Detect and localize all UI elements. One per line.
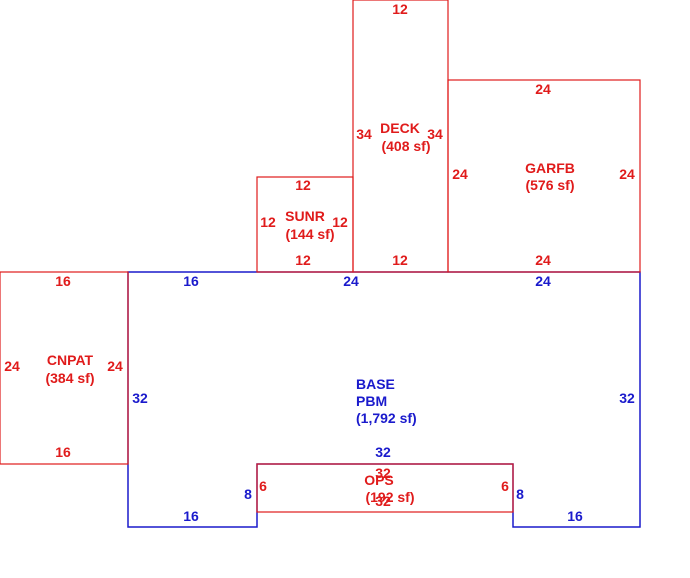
garfb-dim-top: 24 — [535, 81, 551, 97]
base-dim-notch-top: 32 — [375, 444, 391, 460]
cnpat-dim-bottom: 16 — [55, 444, 71, 460]
garfb-code-label: GARFB — [525, 160, 575, 176]
sunr-dim-left: 12 — [260, 214, 276, 230]
cnpat-outline — [0, 271, 129, 465]
base-area-label: (1,792 sf) — [356, 410, 417, 426]
garfb-area-label: (576 sf) — [525, 177, 574, 193]
deck-area-label: (408 sf) — [381, 138, 430, 154]
base-dim-right: 32 — [619, 390, 635, 406]
deck-dim-top: 12 — [392, 1, 408, 17]
sunr-dim-bottom: 12 — [295, 252, 311, 268]
base-dim-notch-left: 8 — [244, 486, 252, 502]
garfb-dim-left: 24 — [452, 166, 468, 182]
cnpat-code-label: CNPAT — [47, 352, 94, 368]
ops-code-label: OPS — [364, 472, 394, 488]
sunr-dim-right: 12 — [332, 214, 348, 230]
base-dim-notch-right: 8 — [516, 486, 524, 502]
ops-dim-top: 32 — [375, 465, 391, 481]
base-dim-top-left: 16 — [183, 273, 199, 289]
deck-dim-left: 34 — [356, 126, 372, 142]
base-dim-bottom-left: 16 — [183, 508, 199, 524]
cnpat-area-label: (384 sf) — [45, 370, 94, 386]
ops-outline — [256, 463, 514, 513]
sunr-dim-top: 12 — [295, 177, 311, 193]
ops-area-label: (192 sf) — [365, 489, 414, 505]
cnpat-dim-left: 24 — [4, 358, 20, 374]
ops-dim-right: 6 — [501, 478, 509, 494]
ops-dim-left: 6 — [259, 478, 267, 494]
deck-code-label: DECK — [380, 120, 420, 136]
garfb-dim-bottom: 24 — [535, 252, 551, 268]
base-subcode-label: PBM — [356, 393, 387, 409]
base-code-label: BASE — [356, 376, 395, 392]
sunr-code-label: SUNR — [285, 208, 325, 224]
garfb-outline — [447, 79, 641, 273]
base-dim-bottom-right: 16 — [567, 508, 583, 524]
sunr-area-label: (144 sf) — [285, 226, 334, 242]
cnpat-dim-right: 24 — [107, 358, 123, 374]
deck-dim-right: 34 — [427, 126, 443, 142]
base-dim-left: 32 — [132, 390, 148, 406]
deck-dim-bottom: 12 — [392, 252, 408, 268]
cnpat-dim-top: 16 — [55, 273, 71, 289]
base-dim-top-right: 24 — [535, 273, 551, 289]
base-dim-top-mid: 24 — [343, 273, 359, 289]
garfb-dim-right: 24 — [619, 166, 635, 182]
ops-dim-bottom: 32 — [375, 493, 391, 509]
